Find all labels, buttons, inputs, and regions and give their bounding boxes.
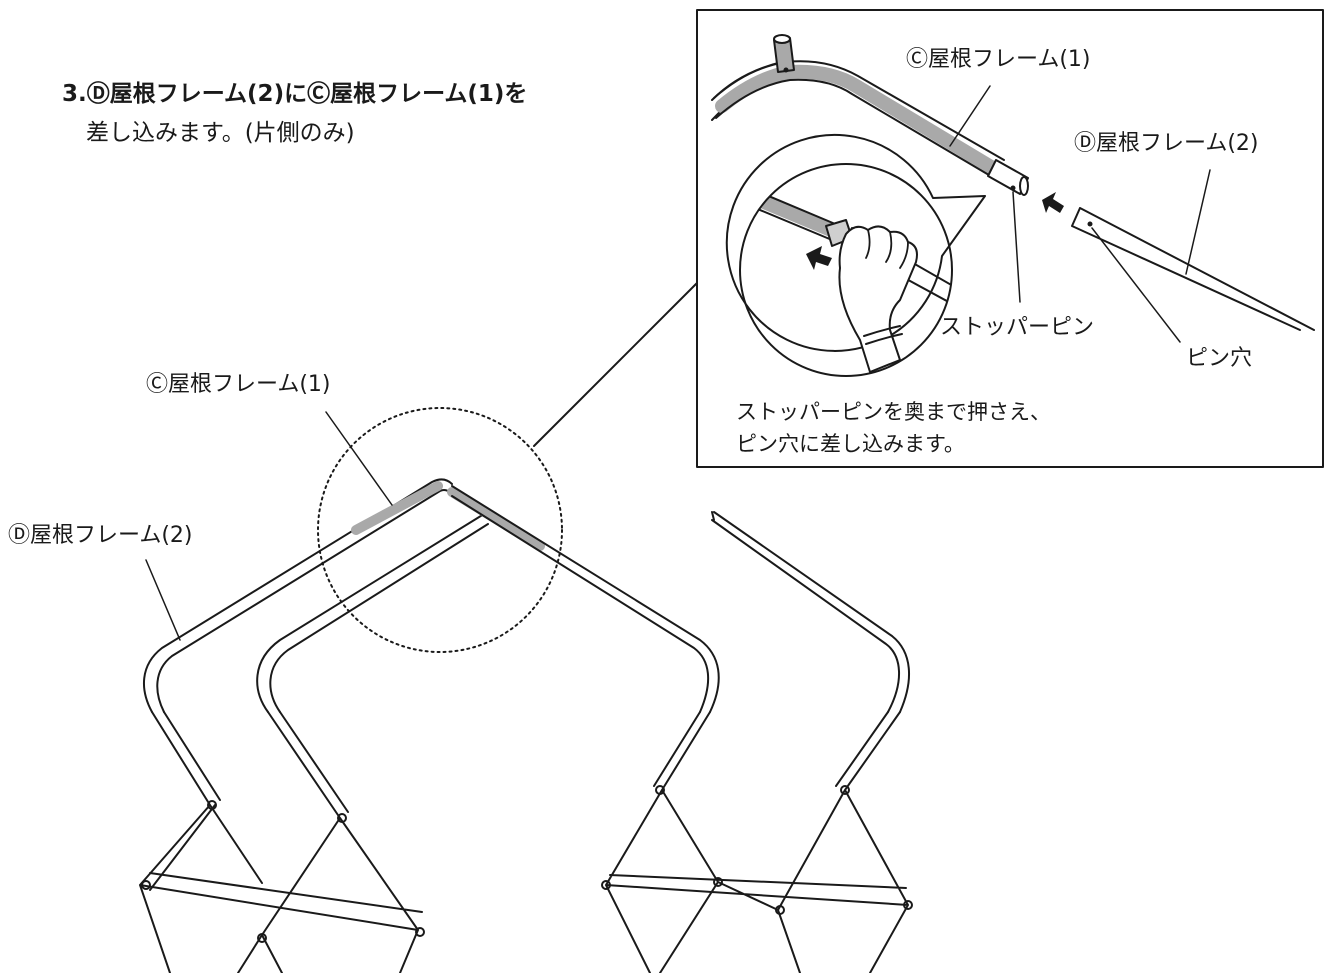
- label-stopper-pin: ストッパーピン: [940, 315, 1095, 340]
- right-roof-pipe: [451, 485, 720, 713]
- frame-c-sleeve-left: [351, 481, 443, 535]
- magnifier-connector: [533, 282, 698, 447]
- left-inner-roof-pipe: [256, 513, 485, 713]
- inset-wristband: [863, 325, 903, 345]
- right-arch: [451, 485, 913, 973]
- right-joint-d: [713, 877, 723, 887]
- detail-pin-hole-dot: [1087, 221, 1093, 227]
- detail-frame-c-end: [987, 159, 1029, 195]
- label-frame-d-detail: Ⓓ屋根フレーム(2): [1074, 131, 1259, 156]
- right-joint-f: [903, 900, 913, 910]
- detached-pipe-end: [711, 511, 715, 521]
- right-roof-pipe-inner: [451, 495, 710, 713]
- left-joint-e: [415, 927, 425, 937]
- leader-frame-c-main: [325, 411, 393, 506]
- detail-ridge-fill: [715, 64, 1003, 177]
- hand-inset-circle: [739, 163, 953, 377]
- detail-note-line2: ピン穴に差し込みます。: [736, 432, 965, 456]
- label-pin-hole: ピン穴: [1186, 346, 1253, 371]
- right-joint-c: [601, 880, 611, 890]
- detail-frame-d: [1071, 207, 1315, 331]
- right-legs: [605, 711, 909, 973]
- label-frame-c-detail: Ⓒ屋根フレーム(1): [906, 47, 1091, 72]
- right-joint-e: [775, 905, 785, 915]
- hand-inset-content: [740, 183, 952, 373]
- detail-note: ストッパーピンを奥まで押さえ、 ピン穴に差し込みます。: [736, 396, 1296, 460]
- detached-roof-pipe: [713, 511, 910, 713]
- right-joint-b: [840, 785, 850, 795]
- left-arch: [139, 478, 489, 973]
- right-joint-a: [655, 785, 665, 795]
- detail-insertion-arrow: [1042, 192, 1064, 213]
- leader-frame-c-detail: [949, 85, 991, 147]
- left-outer-roof-pipe-inner: [156, 489, 453, 713]
- leader-stopper-pin: [1012, 191, 1021, 303]
- label-frame-c-main: Ⓒ屋根フレーム(1): [146, 372, 331, 397]
- left-legs: [139, 711, 423, 973]
- left-inner-roof-pipe-2: [269, 523, 489, 713]
- left-joint-a: [207, 800, 217, 810]
- leader-pin-hole: [1091, 227, 1181, 343]
- inset-hand-fingers: [865, 229, 909, 269]
- detail-stopper-pin-dot: [1010, 185, 1016, 191]
- frame-c-sleeve-right: [447, 487, 545, 551]
- magnifier-circle: [317, 407, 563, 653]
- step-subtitle: 差し込みます。(片側のみ): [86, 120, 355, 146]
- leader-frame-d-detail: [1185, 169, 1211, 275]
- step-title: 3.Ⓓ屋根フレーム(2)にⒸ屋根フレーム(1)を: [62, 81, 528, 107]
- left-joint-b: [337, 813, 347, 823]
- detail-ridge-post-top: [773, 34, 791, 44]
- detail-ridge-edge-bottom: [715, 78, 995, 179]
- leader-frame-d-main: [145, 559, 181, 641]
- detached-roof-pipe-inner: [711, 519, 901, 713]
- inset-press-arrow: [806, 246, 832, 270]
- left-joint-d: [141, 880, 151, 890]
- detail-ridge-post-screw: [783, 67, 789, 73]
- left-joint-c: [257, 933, 267, 943]
- detail-frame-c-end-cap: [1019, 176, 1029, 196]
- detail-note-line1: ストッパーピンを奥まで押さえ、: [736, 400, 1051, 424]
- label-frame-d-main: Ⓓ屋根フレーム(2): [8, 523, 193, 548]
- left-outer-roof-pipe: [142, 478, 453, 713]
- inset-hand: [838, 225, 918, 373]
